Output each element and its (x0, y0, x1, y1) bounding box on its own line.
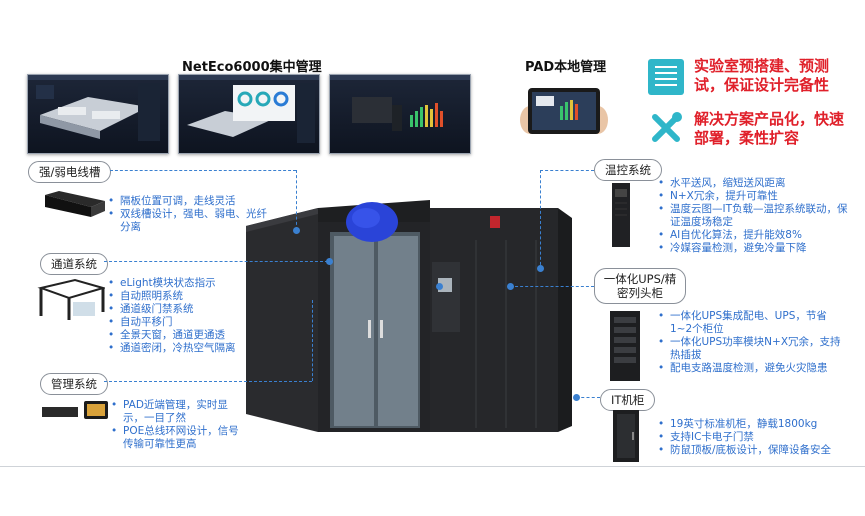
list-item: N+X冗余，提升可靠性 (658, 190, 848, 203)
neteco-screenshot-dashboard (178, 74, 320, 154)
connector-cable-tray (110, 170, 296, 171)
connector-aisle (104, 261, 328, 262)
pad-controller-icon (40, 399, 110, 423)
list-item: eLight模块状态指示 (108, 277, 268, 290)
connector-management-vertical (312, 300, 313, 381)
cable-tray-features: 隔板位置可调，走线灵活 双线槽设计，强电、弱电、光纤分离 (108, 195, 268, 234)
connector-ups (510, 286, 594, 287)
label-it-cabinet: IT机柜 (600, 389, 656, 411)
list-item: 一体化UPS功率模块N+X冗余，支持热插拔 (658, 336, 848, 362)
list-item: 冷媒容量检测，避免冷量下降 (658, 242, 848, 255)
list-item: 支持IC卡电子门禁 (658, 431, 848, 444)
label-management-system: 管理系统 (40, 373, 108, 395)
aisle-features: eLight模块状态指示 自动照明系统 通道级门禁系统 自动平移门 全景天窗，通… (108, 277, 268, 355)
tablet-icon (520, 76, 608, 142)
list-item: 双线槽设计，强电、弱电、光纤分离 (108, 208, 268, 234)
label-aisle-system: 通道系统 (40, 253, 108, 275)
connector-dot (537, 265, 544, 272)
list-item: POE总线环网设计，信号传输可靠性更高 (111, 425, 247, 451)
aisle-frame-icon (37, 278, 107, 322)
list-item: 通道级门禁系统 (108, 303, 268, 316)
list-item: 水平送风，缩短送风距离 (658, 177, 848, 190)
list-item: AI自优化算法，提升能效8% (658, 229, 848, 242)
datacenter-container-image (244, 200, 574, 448)
list-item: PAD近端管理，实时显示，一目了然 (111, 399, 247, 425)
cooling-features: 水平送风，缩短送风距离 N+X冗余，提升可靠性 温度云图—IT负载—温控系统联动… (658, 177, 848, 255)
label-ups-cabinet: 一体化UPS/精密列头柜 (594, 268, 686, 304)
connector-dot (293, 227, 300, 234)
label-cable-tray: 强/弱电线槽 (28, 161, 112, 183)
connector-dot (326, 258, 333, 265)
neteco-header: NetEco6000集中管理 (182, 60, 322, 75)
cooling-unit-icon (610, 183, 632, 247)
ups-cabinet-icon (608, 311, 642, 381)
connector-cable-tray-vertical (296, 170, 297, 230)
pad-header: PAD本地管理 (525, 60, 607, 75)
cable-tray-icon (43, 189, 107, 219)
highlight-productization: 解决方案产品化，快速部署，柔性扩容 (694, 110, 845, 147)
list-item: 温度云图—IT负载—温控系统联动，保证温度场稳定 (658, 203, 848, 229)
connector-cooling-vertical (540, 170, 541, 270)
bottom-divider (0, 466, 865, 467)
neteco-screenshot-3d-room (27, 74, 169, 154)
it-cabinet-features: 19英寸标准机柜，静载1800kg 支持IC卡电子门禁 防鼠顶板/底板设计，保障… (658, 418, 848, 457)
it-cabinet-icon (611, 410, 641, 462)
list-item: 自动照明系统 (108, 290, 268, 303)
connector-cooling (540, 170, 594, 171)
connector-management (104, 381, 312, 382)
connector-it-cabinet (576, 397, 600, 398)
list-item: 隔板位置可调，走线灵活 (108, 195, 268, 208)
ups-features: 一体化UPS集成配电、UPS，节省1~2个柜位 一体化UPS功率模块N+X冗余，… (658, 310, 848, 375)
label-cooling-system: 温控系统 (594, 159, 662, 181)
list-item: 通道密闭，冷热空气隔离 (108, 342, 268, 355)
list-item: 19英寸标准机柜，静载1800kg (658, 418, 848, 431)
list-item: 全景天窗，通道更通透 (108, 329, 268, 342)
connector-dot (507, 283, 514, 290)
list-item: 一体化UPS集成配电、UPS，节省1~2个柜位 (658, 310, 848, 336)
highlight-predeploy: 实验室预搭建、预测试，保证设计完备性 (694, 57, 830, 94)
connector-dot (573, 394, 580, 401)
connector-dot (436, 283, 443, 290)
neteco-screenshot-cabinet (329, 74, 471, 154)
list-item: 配电支路温度检测，避免火灾隐患 (658, 362, 848, 375)
server-rack-icon (647, 58, 685, 96)
tools-icon (647, 109, 685, 147)
list-item: 防鼠顶板/底板设计，保障设备安全 (658, 444, 848, 457)
management-features: PAD近端管理，实时显示，一目了然 POE总线环网设计，信号传输可靠性更高 (111, 399, 247, 451)
list-item: 自动平移门 (108, 316, 268, 329)
